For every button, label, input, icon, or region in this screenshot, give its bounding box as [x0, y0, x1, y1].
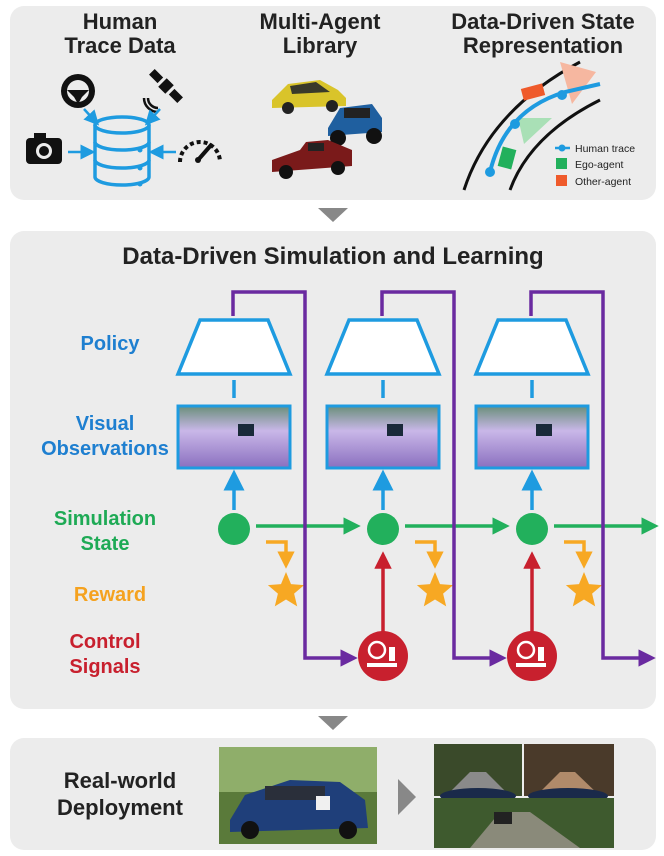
human-trace-title: Human Trace Data	[64, 9, 176, 58]
database-icon	[93, 115, 151, 187]
observation-image-1	[176, 404, 292, 470]
down-arrow-1	[318, 208, 348, 222]
control-base-icon-1	[367, 663, 397, 667]
down-arrow-2	[318, 716, 348, 730]
deployment-car-photo	[219, 747, 377, 844]
yellow-car-image	[272, 80, 346, 114]
simulation-state-node-1	[218, 513, 250, 545]
multi-agent-title: Multi-Agent Library	[259, 9, 381, 58]
reward-arrow-2	[415, 540, 444, 569]
camera-view-3	[434, 798, 614, 848]
observation-car-1	[238, 424, 254, 436]
db-input-arrows	[68, 108, 176, 160]
reward-arrow-3	[564, 540, 593, 569]
legend-ego-agent: Ego-agent	[575, 159, 624, 171]
state-representation-diagram	[462, 60, 601, 191]
simulation-panel	[10, 231, 656, 709]
policy-action-loop-1	[231, 290, 358, 667]
policy-label: Policy	[80, 333, 140, 355]
control-lever-icon-2	[538, 647, 544, 661]
reward-star-1	[267, 572, 305, 607]
steering-wheel-icon	[61, 74, 95, 108]
visual-observations-label: Visual Observations	[41, 413, 169, 460]
observation-image-3	[474, 404, 590, 470]
camera-icon	[26, 133, 62, 164]
legend-human-trace: Human trace	[575, 143, 635, 155]
policy-network-2	[324, 318, 442, 376]
simulation-state-node-3	[516, 513, 548, 545]
observation-car-3	[536, 424, 552, 436]
simulation-state-label: Simulation State	[53, 508, 157, 555]
right-arrow	[398, 779, 416, 815]
policy-action-loop-3	[529, 290, 656, 667]
deployment-label: Real-world Deployment	[57, 768, 183, 820]
control-steering-wheel-icon-1	[367, 640, 387, 660]
blue-jeep-image	[328, 104, 382, 146]
policy-network-1	[175, 318, 293, 376]
database-dots	[137, 147, 143, 187]
observation-car-2	[387, 424, 403, 436]
camera-view-2	[524, 744, 614, 804]
control-lever-icon-1	[389, 647, 395, 661]
reward-star-3	[565, 572, 603, 607]
control-signals-label: Control Signals	[69, 631, 141, 678]
legend-other-agent: Other-agent	[575, 176, 631, 188]
reward-star-2	[416, 572, 454, 607]
red-truck-image	[272, 140, 352, 179]
speedometer-icon	[178, 140, 222, 163]
policy-action-loop-2	[380, 290, 507, 667]
control-steering-wheel-icon-2	[516, 640, 536, 660]
satellite-icon	[149, 69, 183, 103]
camera-view-1	[434, 744, 522, 804]
observation-image-2	[325, 404, 441, 470]
reward-label: Reward	[73, 584, 147, 606]
data-driven-state-title: Data-Driven State Representation	[451, 9, 635, 58]
policy-network-3	[473, 318, 591, 376]
simulation-title: Data-Driven Simulation and Learning	[122, 243, 544, 270]
simulation-state-node-2	[367, 513, 399, 545]
control-base-icon-2	[516, 663, 546, 667]
reward-arrow-1	[266, 540, 295, 569]
signal-waves-icon	[142, 97, 159, 114]
